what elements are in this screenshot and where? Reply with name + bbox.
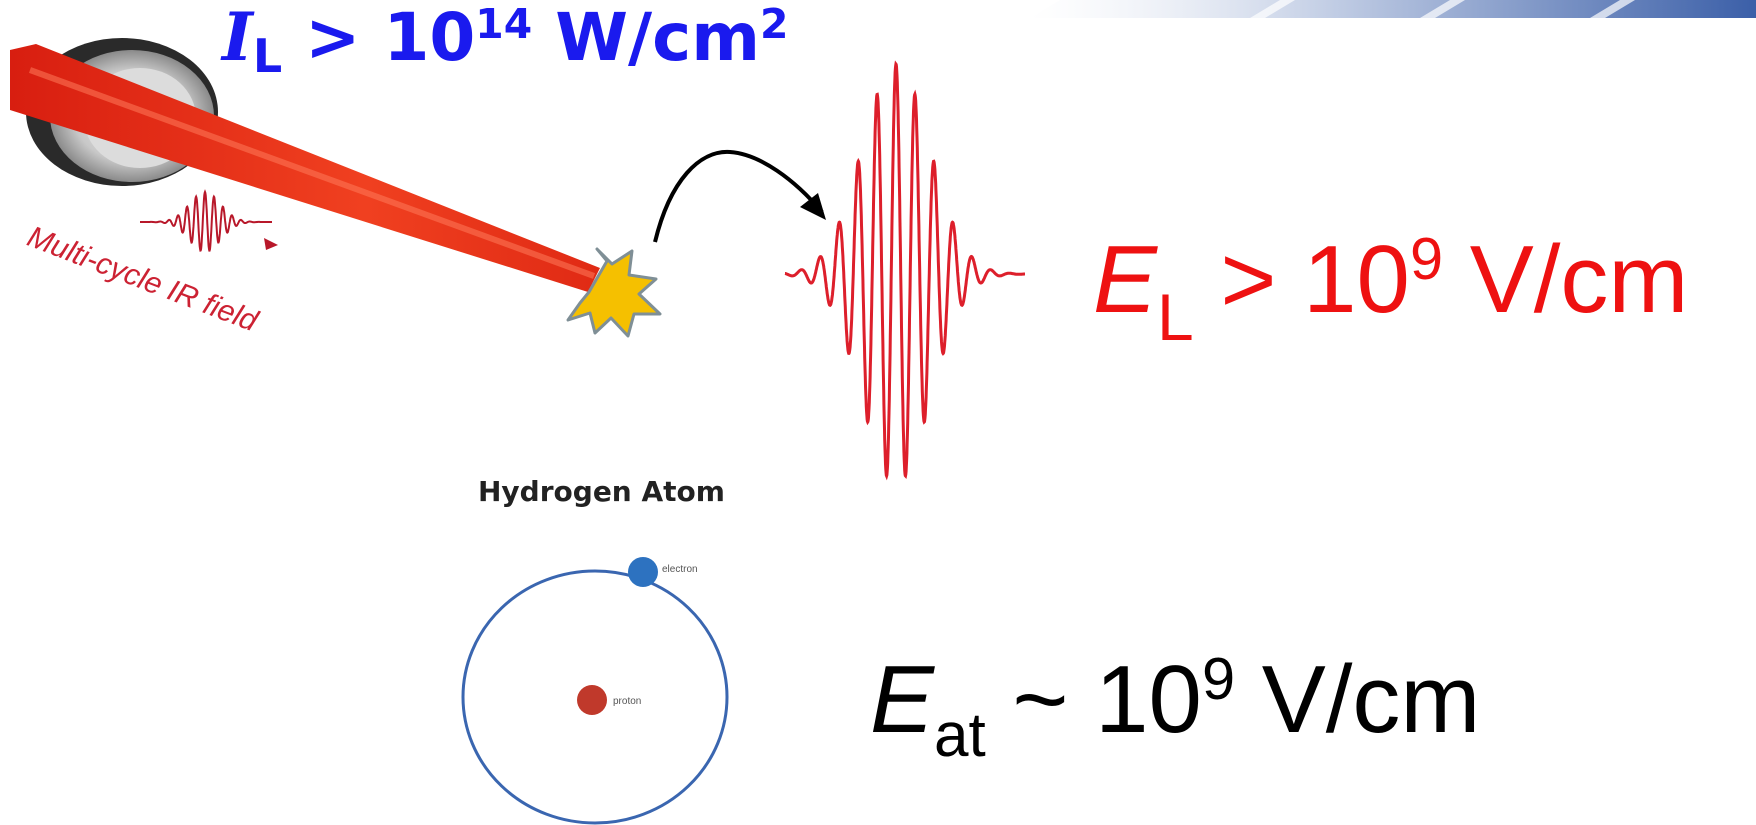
intensity-symbol: I <box>222 0 253 76</box>
laser-field-symbol: E <box>1093 226 1158 333</box>
laser-field-exponent: 9 <box>1409 225 1444 293</box>
atomic-field-exponent: 9 <box>1201 645 1236 713</box>
curved-arrow <box>653 149 824 243</box>
laser-intensity-label: IL > 1014 W/cm2 <box>222 3 788 79</box>
electron-icon <box>628 557 658 587</box>
focus-spark-icon <box>566 247 662 338</box>
laser-beam <box>10 44 600 292</box>
curved-arrow-head <box>800 193 826 220</box>
atomic-field-label: Eat ~ 109 V/cm <box>870 649 1480 766</box>
laser-field-unit: V/cm <box>1443 226 1689 333</box>
laser-field-relation: > 10 <box>1193 226 1410 333</box>
intensity-unit-exponent: 2 <box>760 0 789 48</box>
atomic-field-relation: ~ 10 <box>985 646 1202 753</box>
hydrogen-atom-diagram: proton electron <box>461 557 729 825</box>
laser-pulse-waveform <box>784 60 1025 481</box>
hydrogen-atom-title: Hydrogen Atom <box>478 475 725 508</box>
electron-label: electron <box>662 564 698 575</box>
atomic-field-subscript: at <box>934 701 986 770</box>
proton-icon <box>577 685 607 715</box>
intensity-exponent: 14 <box>475 0 533 48</box>
intensity-subscript: L <box>252 29 283 83</box>
electron-orbit <box>461 569 729 825</box>
proton-label: proton <box>613 696 641 707</box>
atomic-field-unit: V/cm <box>1235 646 1481 753</box>
ir-pulse-arrowhead <box>264 238 278 250</box>
intensity-unit: W/cm <box>532 0 761 76</box>
laser-field-subscript: L <box>1157 280 1194 354</box>
ir-pulse-icon <box>140 189 272 252</box>
atomic-field-symbol: E <box>870 646 935 753</box>
intensity-relation: > 10 <box>282 0 476 76</box>
laser-field-label: EL > 109 V/cm <box>1093 229 1688 350</box>
header-decoration <box>1030 0 1756 18</box>
